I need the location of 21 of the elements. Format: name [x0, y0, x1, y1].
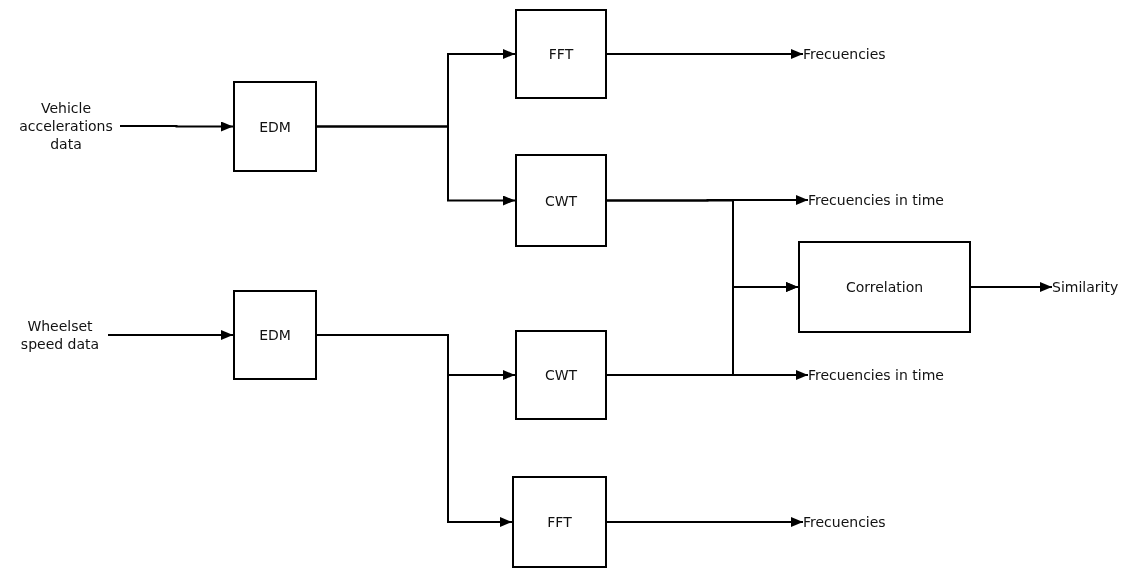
process-box: FFT	[512, 476, 607, 568]
output-label: Frecuencies	[803, 508, 913, 536]
process-box: EDM	[233, 81, 317, 172]
input-label: Wheelset speed data	[12, 308, 108, 362]
input-label: Vehicle accelerations data	[12, 95, 120, 157]
arrow	[107, 330, 234, 340]
process-box: FFT	[515, 9, 607, 99]
arrow	[606, 517, 804, 527]
process-box: CWT	[515, 154, 607, 247]
arrow	[606, 49, 804, 59]
process-box: Correlation	[798, 241, 971, 333]
output-label: Frecuencies in time	[808, 186, 998, 214]
process-box: CWT	[515, 330, 607, 420]
process-box: EDM	[233, 290, 317, 380]
arrow	[119, 121, 234, 132]
output-label: Frecuencies in time	[808, 361, 998, 389]
arrow	[606, 370, 809, 380]
output-label: Similarity	[1052, 273, 1134, 301]
output-label: Frecuencies	[803, 40, 913, 68]
arrow	[970, 282, 1053, 292]
arrow	[316, 125, 516, 206]
